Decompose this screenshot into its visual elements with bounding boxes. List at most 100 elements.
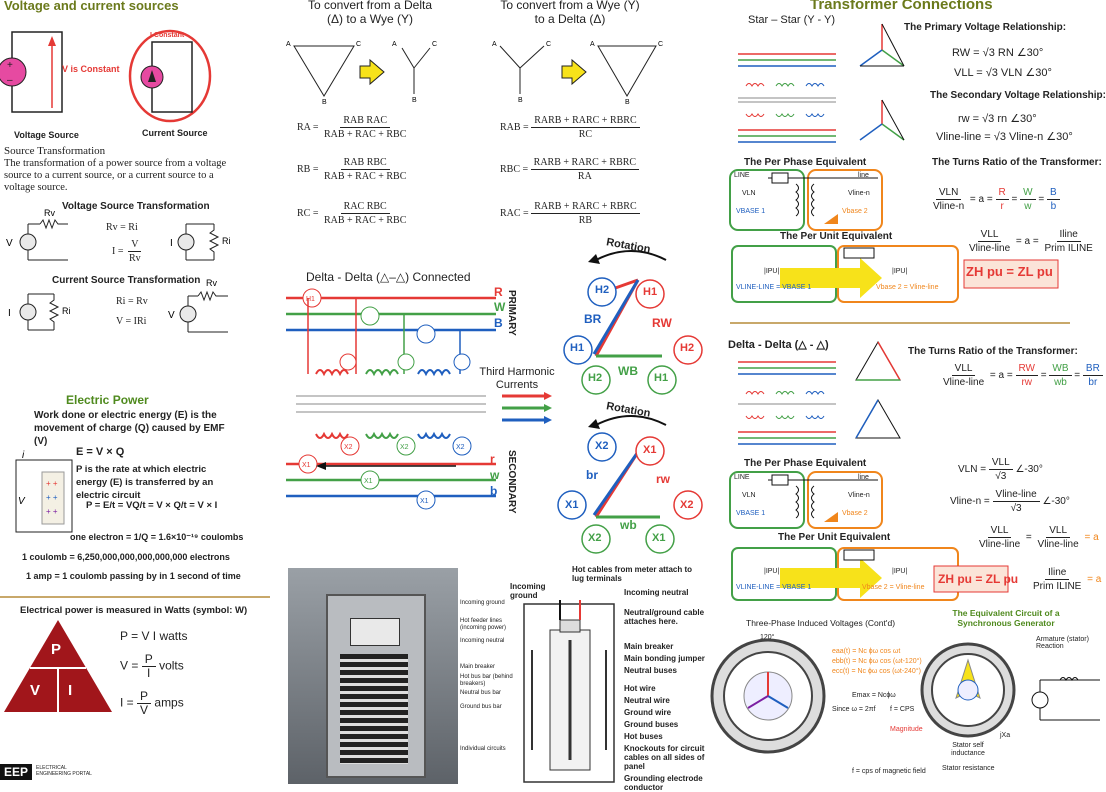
ddtr-wb: WB — [1049, 362, 1072, 376]
vln-eq: VLN = VLL√3 ∠-30° — [958, 456, 1043, 483]
dda-vlineline2: Vline-line — [1037, 539, 1079, 550]
secondary-phasor-triangle — [557, 415, 703, 554]
vlinen-eq-lhs: Vline-n = — [950, 496, 990, 508]
ppe-vbase2: Vbase 2 — [842, 208, 868, 215]
p2-label-7: Ground wire — [624, 708, 672, 717]
dd-phasor-small — [855, 341, 901, 439]
rab-lhs: RAB = — [500, 121, 529, 133]
formula2: ebb(t) = Nc ɸω cos (ωt-120°) — [832, 658, 922, 665]
ph-h2-a: H2 — [595, 284, 610, 296]
p2-top: Hot cables from meter attach to lug term… — [572, 565, 693, 583]
dda-vll: VLL — [987, 524, 1012, 538]
pue2-vlinel: VLINE-LINE = VBASE 1 — [736, 584, 812, 591]
tr-rs: r — [1000, 201, 1004, 212]
tr2-primline: Prim ILINE — [1044, 243, 1093, 254]
p2-label-0: Incoming neutral — [624, 588, 689, 597]
svg-text:C: C — [432, 41, 437, 48]
p2-label-1: Neutral/ground cable attaches here. — [624, 608, 705, 626]
eep-logo-sub: ELECTRICAL ENGINEERING PORTAL — [36, 765, 92, 777]
electron-text: one electron = 1/Q = 1.6×10⁻¹⁹ coulombs — [70, 532, 244, 542]
cst-eq2: V = IRi — [116, 316, 147, 327]
separator-col3 — [730, 322, 1070, 324]
ddi-primline: Prim ILINE — [1033, 581, 1082, 592]
ph-wb2: wb — [620, 518, 637, 532]
panel-label-6: Ground bus bar — [460, 704, 502, 710]
third-harmonic-label: Third Harmonic Currents — [479, 366, 555, 391]
ddtr-a: = a = — [989, 370, 1013, 382]
panel-label-5: Neutral bus bar — [460, 690, 502, 696]
amp-text: 1 amp = 1 coulomb passing by in 1 second… — [26, 571, 241, 581]
star-star-label: Star – Star (Y - Y) — [748, 14, 836, 26]
svg-text:+: + — [7, 60, 13, 71]
ppe-title: The Per Phase Equivalent — [744, 157, 867, 168]
tr-b: B — [1047, 186, 1060, 200]
ph-h1-b: H1 — [570, 342, 585, 354]
dda-vll2: VLL — [1046, 524, 1071, 538]
power-triangle — [4, 620, 112, 712]
svg-text:B: B — [518, 97, 523, 104]
svg-text:X2: X2 — [400, 444, 409, 451]
tr2-a: = a = — [1015, 236, 1039, 248]
ph-x1-a: X1 — [643, 444, 657, 456]
ppe2-title: The Per Phase Equivalent — [744, 458, 867, 469]
v-eq-den: I — [147, 666, 151, 680]
pv-eq2: VLL = √3 VLN ∠30° — [954, 67, 1052, 79]
pue-vbase2eq: Vbase 2 = Vline-line — [876, 284, 939, 291]
tr2-vll: VLL — [977, 228, 1002, 242]
three-phase-title: Three-Phase Induced Voltages (Cont'd) — [746, 618, 896, 628]
current-source-diagram — [128, 29, 212, 123]
v-constant-label: V is Constant — [62, 64, 120, 74]
ddtr-rw2: rw — [1021, 377, 1033, 388]
vln-eq-den: √3 — [995, 471, 1007, 482]
svg-text:Ri: Ri — [62, 306, 71, 316]
magnitude-label: Magnitude — [890, 726, 923, 733]
panel-label-4: Hot bus bar (behind breakers) — [460, 674, 513, 687]
svg-text:Rv: Rv — [44, 208, 55, 218]
fcps: f = CPS — [890, 706, 915, 713]
ddtr-rw: RW — [1015, 362, 1038, 376]
eep-logo[interactable]: EEP — [0, 764, 33, 780]
stator-r: Stator resistance — [942, 765, 995, 772]
svg-text:X2: X2 — [344, 444, 353, 451]
ppe2-vbase1: VBASE 1 — [736, 510, 766, 517]
vst-title: Voltage Source Transformation — [62, 201, 210, 212]
tr-vlinen: Vline-n — [933, 201, 965, 212]
i-eq-lhs: I = — [120, 695, 134, 710]
p2-label-9: Hot buses — [624, 732, 663, 741]
tri-p: P — [51, 641, 62, 658]
phase-b: B — [494, 316, 503, 330]
ep-eq2: P = E/t = VQ/t = V × Q/t = V × I — [86, 500, 218, 511]
svg-text:A: A — [492, 41, 497, 48]
svg-text:i: i — [22, 450, 25, 461]
panel-label-7: Individual circuits — [460, 746, 506, 752]
ddtr-vlineline: Vline-line — [943, 377, 985, 388]
watts-text: Electrical power is measured in Watts (s… — [20, 605, 248, 616]
ppe-vln: VLN — [742, 190, 756, 197]
tr2-vlineline: Vline-line — [969, 243, 1011, 254]
ep-title: Electric Power — [66, 393, 149, 407]
phase-w2: w — [490, 468, 500, 482]
svg-text:V: V — [168, 310, 175, 321]
ph-h1-a: H1 — [643, 286, 658, 298]
panel-label-0: Incoming ground — [460, 600, 505, 606]
pv-rel: The Primary Voltage Relationship: — [904, 22, 1067, 33]
svg-text:A: A — [590, 41, 595, 48]
svg-text:C: C — [658, 41, 663, 48]
fcps2: f = cps of magnetic field — [852, 768, 926, 775]
ppe-line2: line — [858, 172, 869, 179]
vst-eq2-lhs: I = — [112, 245, 124, 257]
v-eq-lhs: V = — [120, 658, 139, 673]
svg-text:X1: X1 — [420, 498, 429, 505]
deg120-label: 120° — [760, 634, 775, 641]
ddtr-vll: VLL — [951, 362, 976, 376]
vst-eq1: Rv = Ri — [106, 222, 138, 233]
p-eq: P = V I watts — [120, 629, 188, 643]
phase-r: R — [494, 285, 503, 299]
